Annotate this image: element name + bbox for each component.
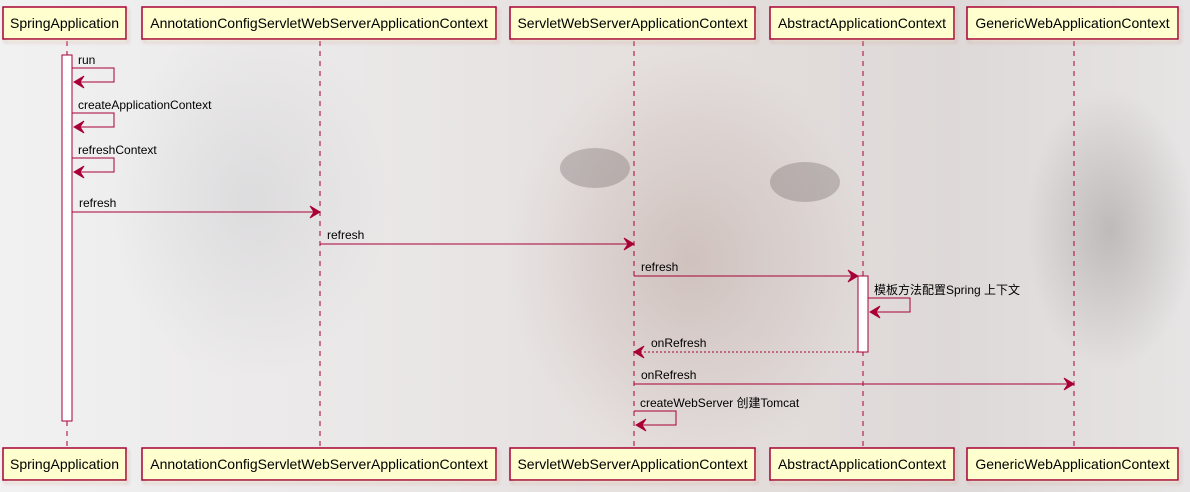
arrow-head [1063,377,1075,391]
participant-spring-application-top: SpringApplication [2,6,127,40]
arrow-head [869,305,881,319]
participant-annotation-config-servlet-web-server-application-context-top: AnnotationConfigServletWebServerApplicat… [141,6,497,40]
participant-abstract-application-context-bottom: AbstractApplicationContext [769,447,955,481]
message-refresh-context-2: refreshContext [72,143,157,179]
message-refresh-4: refresh [320,228,635,251]
activation-bar-spring-application [61,54,73,422]
message-create-application-context-1: createApplicationContext [72,98,212,134]
message-label: createApplicationContext [78,98,212,112]
activation-bar-abstract-application-context [857,275,869,353]
message-label: refresh [79,196,116,210]
message-line [634,410,677,426]
participant-box [141,6,497,40]
participant-generic-web-application-context-top: GenericWebApplicationContext [966,6,1179,40]
message-label: onRefresh [651,336,706,350]
message-on-refresh-8: onRefresh [634,368,1075,391]
participant-box [141,447,497,481]
participant-servlet-web-server-application-context-bottom: ServletWebServerApplicationContext [509,447,756,481]
message-label: onRefresh [641,368,696,382]
participant-box [769,447,955,481]
arrow-head [73,75,85,89]
message-line [72,67,115,83]
message-label: createWebServer 创建Tomcat [640,396,800,410]
arrow-head [309,205,321,219]
participant-box [966,447,1179,481]
participant-label: GenericWebApplicationContext [975,456,1169,472]
message-refresh-3: refresh [72,196,321,219]
participant-generic-web-application-context-bottom: GenericWebApplicationContext [966,447,1179,481]
participant-box [2,447,127,481]
participant-box [509,6,756,40]
message-run-0: run [72,53,115,89]
participant-box [966,6,1179,40]
participant-servlet-web-server-application-context-top: ServletWebServerApplicationContext [509,6,756,40]
participant-label: AbstractApplicationContext [778,456,946,472]
participant-label: AbstractApplicationContext [778,15,946,31]
message-refresh-5: refresh [634,260,859,283]
participant-label: GenericWebApplicationContext [975,15,1169,31]
message-line [72,112,115,128]
participant-label: AnnotationConfigServletWebServerApplicat… [150,15,488,31]
arrow-head [73,120,85,134]
arrow-head [633,345,645,359]
message-on-refresh-7: onRefresh [633,336,858,359]
participant-label: ServletWebServerApplicationContext [517,15,747,31]
arrow-head [635,418,647,432]
message-label: refresh [327,228,364,242]
message-spring-6: 模板方法配置Spring 上下文 [868,282,1020,319]
arrow-head [623,237,635,251]
participant-box [769,6,955,40]
participant-annotation-config-servlet-web-server-application-context-bottom: AnnotationConfigServletWebServerApplicat… [141,447,497,481]
participant-label: AnnotationConfigServletWebServerApplicat… [150,456,488,472]
participant-label: SpringApplication [10,15,119,31]
participant-box [2,6,127,40]
photo-eye-left [560,148,630,188]
message-create-web-server-tomcat-9: createWebServer 创建Tomcat [634,396,800,432]
arrow-head [847,269,859,283]
participant-spring-application-bottom: SpringApplication [2,447,127,481]
arrow-head [73,165,85,179]
photo-eye-right [770,162,840,202]
message-label: refresh [641,260,678,274]
message-label: 模板方法配置Spring 上下文 [874,282,1020,297]
message-line [868,297,911,313]
participant-label: ServletWebServerApplicationContext [517,456,747,472]
participant-abstract-application-context-top: AbstractApplicationContext [769,6,955,40]
participant-label: SpringApplication [10,456,119,472]
participant-box [509,447,756,481]
message-line [72,157,115,173]
message-label: refreshContext [78,143,157,157]
message-label: run [78,53,95,67]
